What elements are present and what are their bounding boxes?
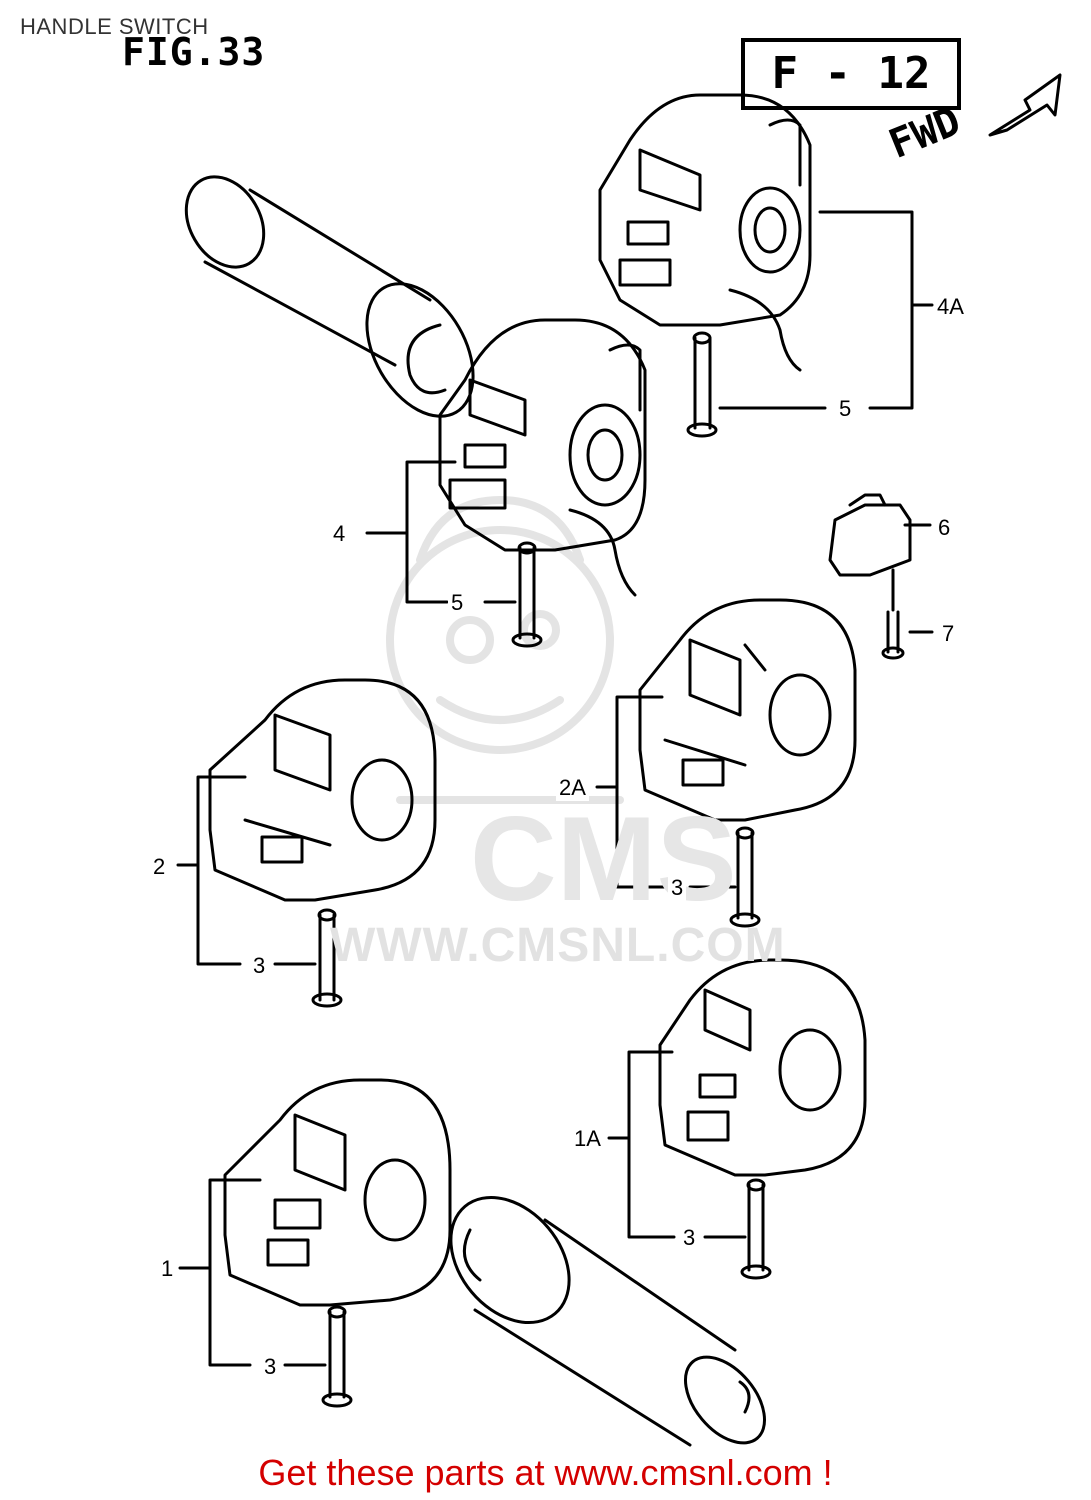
switch-housing-1a bbox=[658, 958, 867, 1177]
switch-housing-4a bbox=[598, 93, 812, 372]
page-title: HANDLE SWITCH bbox=[20, 14, 209, 39]
leader-4a bbox=[818, 210, 934, 410]
callout-3-1: 3 bbox=[261, 1354, 280, 1380]
figure-label: FIG.33 bbox=[122, 30, 266, 74]
callout-5-middle: 5 bbox=[448, 590, 467, 616]
callout-1a: 1A bbox=[571, 1126, 604, 1152]
callout-3-2a: 3 bbox=[668, 875, 687, 901]
bolt-3c bbox=[740, 1178, 772, 1280]
watermark-mascot bbox=[386, 496, 624, 804]
callout-7: 7 bbox=[939, 621, 958, 647]
bolt-3a bbox=[729, 826, 761, 928]
callout-2a: 2A bbox=[556, 775, 589, 801]
switch-housing-4 bbox=[438, 318, 647, 597]
switch-housing-1 bbox=[223, 1078, 452, 1307]
leader-1a bbox=[607, 1050, 676, 1239]
callout-3-2: 3 bbox=[250, 953, 269, 979]
callout-4: 4 bbox=[330, 521, 349, 547]
watermark-brand: CMS bbox=[470, 792, 737, 926]
callout-6: 6 bbox=[935, 515, 954, 541]
bolt-3b bbox=[311, 908, 343, 1008]
figure-code-box: F - 12 bbox=[741, 38, 961, 110]
leader-2 bbox=[176, 775, 247, 966]
leader-2a bbox=[595, 695, 667, 889]
bolt-3d bbox=[321, 1305, 353, 1408]
bolt-5b bbox=[511, 541, 543, 648]
left-grip-top bbox=[184, 175, 475, 418]
callout-1: 1 bbox=[158, 1256, 177, 1282]
callout-5-top: 5 bbox=[836, 396, 855, 422]
watermark-url: WWW.CMSNL.COM bbox=[330, 919, 786, 972]
small-switch-6 bbox=[828, 493, 932, 577]
fwd-arrow-icon bbox=[988, 73, 1062, 137]
switch-housing-2a bbox=[638, 598, 857, 822]
right-grip-bottom bbox=[449, 1195, 767, 1447]
callout-3-1a: 3 bbox=[680, 1225, 699, 1251]
leader-4 bbox=[365, 460, 457, 604]
bolt-5a bbox=[686, 331, 718, 438]
switch-housing-2 bbox=[208, 678, 437, 902]
leader-1 bbox=[178, 1178, 262, 1367]
screw-7 bbox=[881, 568, 934, 660]
callout-4a: 4A bbox=[934, 294, 967, 320]
cta-link[interactable]: Get these parts at www.cmsnl.com ! bbox=[258, 1452, 833, 1493]
callout-2: 2 bbox=[150, 854, 169, 880]
